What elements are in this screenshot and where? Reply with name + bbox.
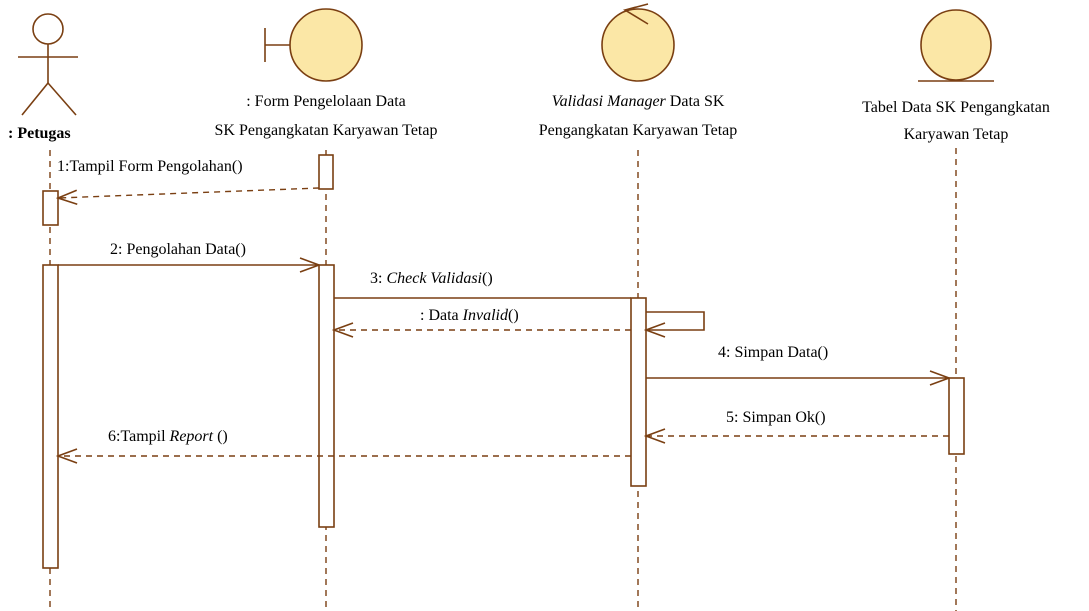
entity-label-line1: Tabel Data SK Pengangkatan	[862, 99, 1050, 116]
activation-form-1	[318, 154, 334, 190]
activation-petugas-2	[42, 264, 59, 569]
message-1-label: 1:Tampil Form Pengolahan()	[57, 158, 243, 175]
activation-tabel	[948, 377, 965, 455]
boundary-icon	[264, 8, 363, 82]
activation-form-2	[318, 264, 335, 528]
actor-icon	[18, 13, 78, 116]
control-label-line1: Validasi Manager Data SK	[552, 93, 725, 110]
message-2-label: 2: Pengolahan Data()	[110, 241, 246, 258]
message-1-arrow	[58, 187, 320, 198]
boundary-label-line1: : Form Pengelolaan Data	[246, 93, 406, 110]
message-5-label: 5: Simpan Ok()	[726, 409, 826, 426]
actor-label: : Petugas	[8, 125, 71, 142]
self-message-loop	[646, 311, 705, 330]
control-label-line2: Pengangkatan Karyawan Tetap	[539, 122, 738, 139]
boundary-label-line2: SK Pengangkatan Karyawan Tetap	[215, 122, 438, 139]
activation-petugas-1	[42, 190, 59, 226]
message-invalid-label: : Data Invalid()	[420, 307, 519, 324]
activation-validasi	[630, 297, 647, 487]
entity-label-line2: Karyawan Tetap	[904, 126, 1009, 143]
message-3-label: 3: Check Validasi()	[370, 270, 493, 287]
control-icon	[601, 3, 675, 82]
message-6-label: 6:Tampil Report ()	[108, 428, 228, 445]
message-4-label: 4: Simpan Data()	[718, 344, 828, 361]
entity-icon	[918, 9, 994, 82]
